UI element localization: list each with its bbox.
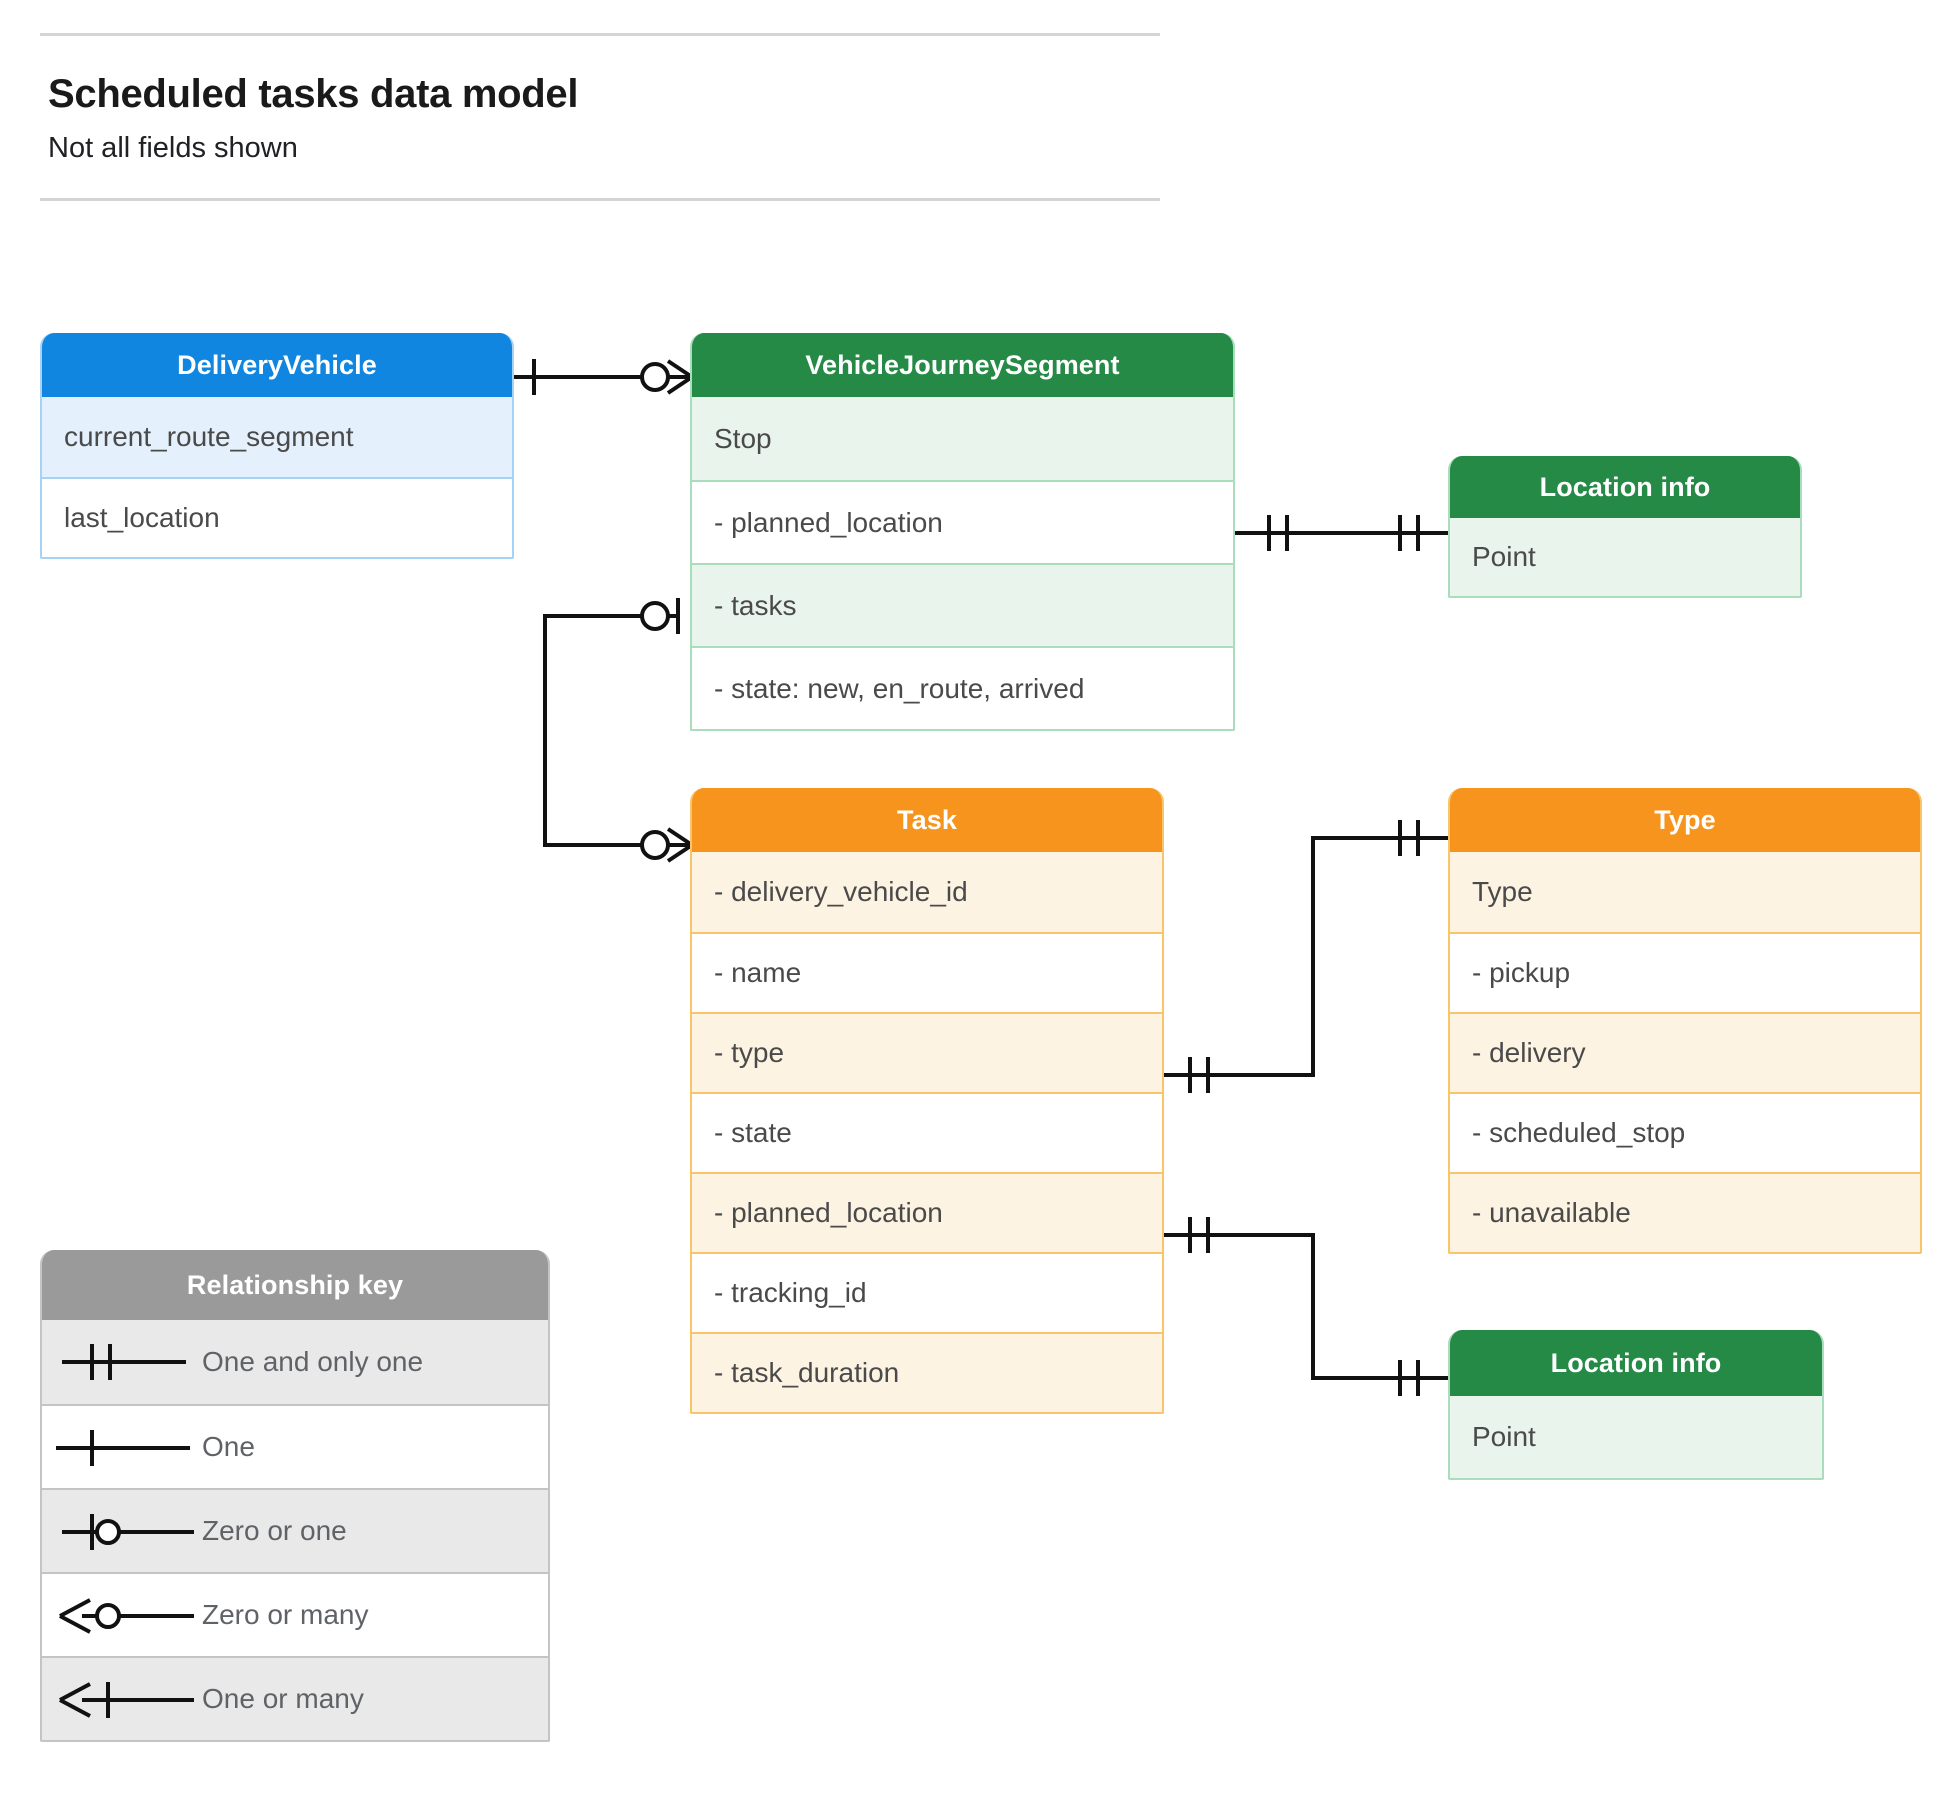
legend-label-one-and-only-one: One and only one [202, 1346, 424, 1377]
legend-title: Relationship key [42, 1250, 548, 1320]
field-stop: Stop [692, 397, 1233, 480]
entity-title-vehicle-journey-segment: VehicleJourneySegment [692, 333, 1233, 397]
field-current-route-segment: current_route_segment [42, 397, 512, 477]
field-tasks: - tasks [692, 563, 1233, 646]
header-divider-bottom [40, 198, 1160, 201]
entity-vehicle-journey-segment[interactable]: VehicleJourneySegment Stop - planned_loc… [690, 333, 1235, 731]
field-tracking-id: - tracking_id [692, 1252, 1162, 1332]
entity-title-type: Type [1450, 788, 1920, 852]
legend-label-one-or-many: One or many [202, 1683, 364, 1714]
field-name: - name [692, 932, 1162, 1012]
entity-title-task: Task [692, 788, 1162, 852]
legend-row-one-or-many: One or many [42, 1656, 548, 1740]
field-unavailable: - unavailable [1450, 1172, 1920, 1252]
field-state: - state: new, en_route, arrived [692, 646, 1233, 729]
field-planned-location-task: - planned_location [692, 1172, 1162, 1252]
legend-label-zero-or-many: Zero or many [202, 1599, 369, 1630]
page-title: Scheduled tasks data model [48, 72, 579, 116]
entity-delivery-vehicle[interactable]: DeliveryVehicle current_route_segment la… [40, 333, 514, 559]
field-task-duration: - task_duration [692, 1332, 1162, 1412]
zero-or-many-icon [42, 1574, 202, 1656]
field-point-top: Point [1450, 518, 1800, 596]
field-scheduled-stop: - scheduled_stop [1450, 1092, 1920, 1172]
page-subtitle: Not all fields shown [48, 132, 298, 164]
field-pickup: - pickup [1450, 932, 1920, 1012]
field-type: - type [692, 1012, 1162, 1092]
entity-location-info-bottom[interactable]: Location info Point [1448, 1330, 1824, 1480]
legend-label-zero-or-one: Zero or one [202, 1515, 347, 1546]
legend-row-zero-or-many: Zero or many [42, 1572, 548, 1656]
legend-relationship-key: Relationship key One and only one [40, 1250, 550, 1742]
field-planned-location: - planned_location [692, 480, 1233, 563]
legend-label-one: One [202, 1431, 255, 1462]
entity-type[interactable]: Type Type - pickup - delivery - schedule… [1448, 788, 1922, 1254]
entity-title-delivery-vehicle: DeliveryVehicle [42, 333, 512, 397]
legend-row-zero-or-one: Zero or one [42, 1488, 548, 1572]
header-divider-top [40, 33, 1160, 36]
one-and-only-one-icon [42, 1320, 202, 1404]
entity-title-location-info-top: Location info [1450, 456, 1800, 518]
legend-row-one: One [42, 1404, 548, 1488]
entity-title-location-info-bottom: Location info [1450, 1330, 1822, 1396]
field-type-header: Type [1450, 852, 1920, 932]
field-state-task: - state [692, 1092, 1162, 1172]
field-delivery: - delivery [1450, 1012, 1920, 1092]
field-point-bottom: Point [1450, 1396, 1822, 1478]
field-last-location: last_location [42, 477, 512, 557]
field-delivery-vehicle-id: - delivery_vehicle_id [692, 852, 1162, 932]
zero-or-one-icon [42, 1490, 202, 1572]
entity-location-info-top[interactable]: Location info Point [1448, 456, 1802, 598]
one-or-many-icon [42, 1658, 202, 1740]
one-icon [42, 1406, 202, 1488]
entity-task[interactable]: Task - delivery_vehicle_id - name - type… [690, 788, 1164, 1414]
legend-row-one-and-only-one: One and only one [42, 1320, 548, 1404]
